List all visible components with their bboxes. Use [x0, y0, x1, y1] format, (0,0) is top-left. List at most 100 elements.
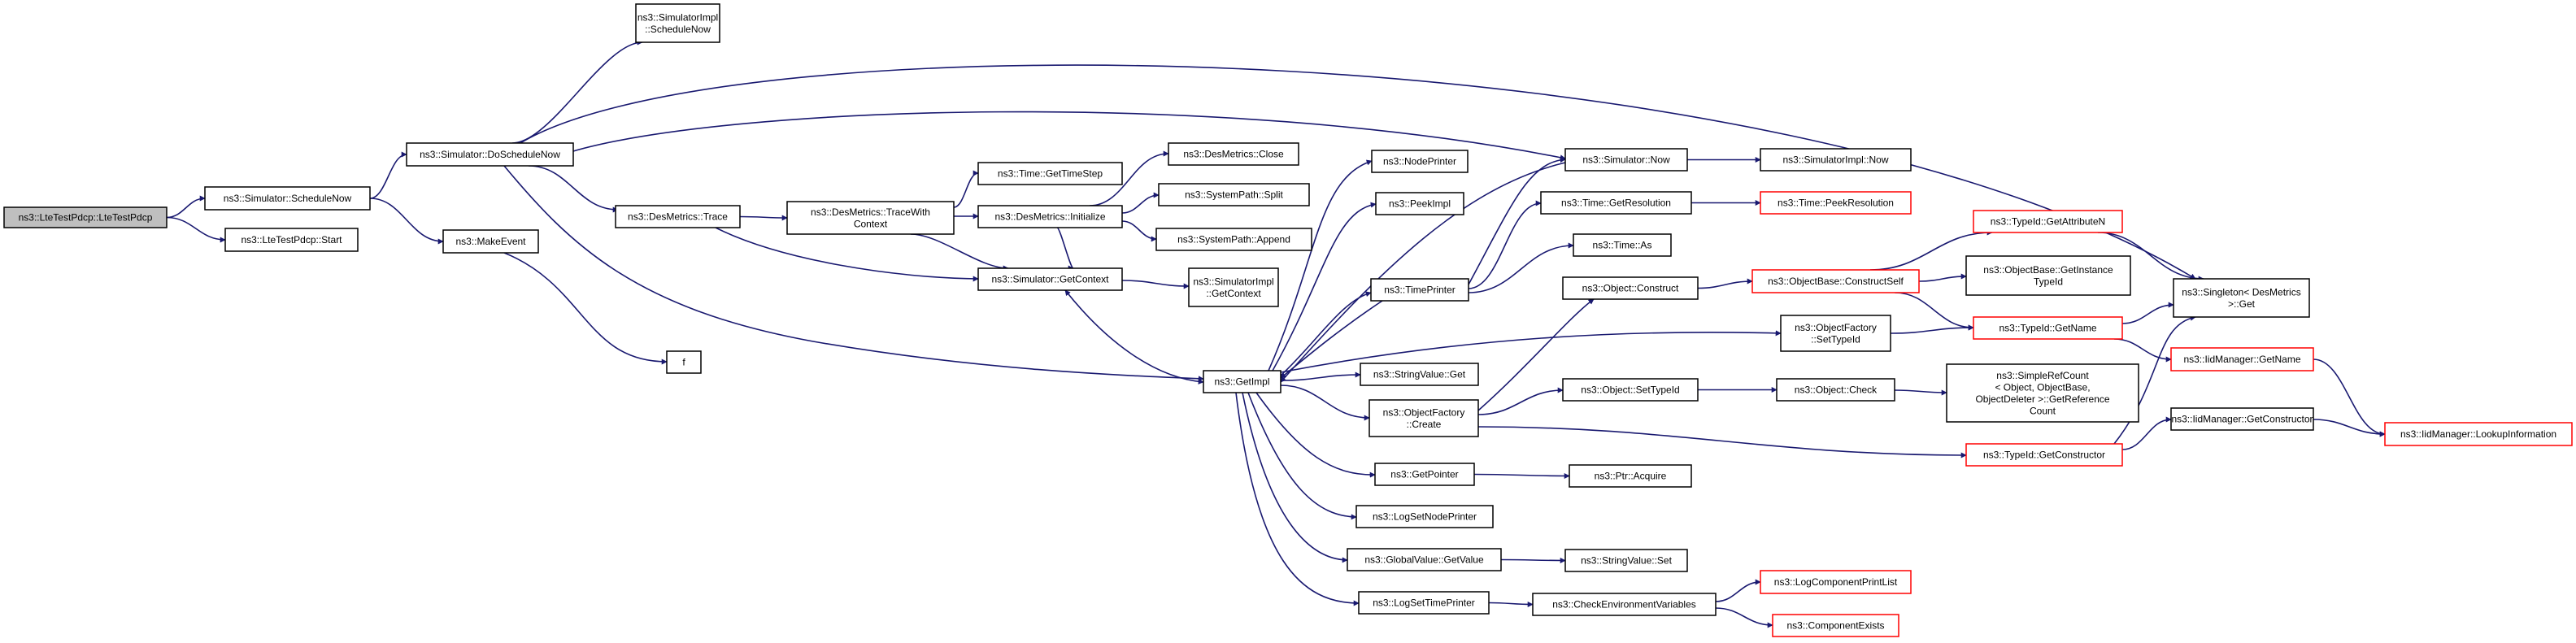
- node-box[interactable]: [1564, 549, 1688, 572]
- node-box[interactable]: [1562, 276, 1699, 300]
- node-box[interactable]: [977, 205, 1123, 228]
- node-box[interactable]: [1965, 255, 2131, 296]
- node-get-impl[interactable]: ns3::GetImpl: [1203, 370, 1281, 393]
- node-start[interactable]: ns3::LteTestPdcp::Start: [224, 228, 359, 252]
- node-box[interactable]: [1973, 210, 2123, 233]
- node-iid-get-constructor[interactable]: ns3::IidManager::GetConstructor: [2170, 407, 2314, 431]
- node-box[interactable]: [1760, 191, 1912, 215]
- node-box[interactable]: [1203, 370, 1281, 393]
- node-box[interactable]: [1375, 192, 1464, 215]
- node-node-printer[interactable]: ns3::NodePrinter: [1371, 150, 1469, 173]
- node-do-schedule-now[interactable]: ns3::Simulator::DoScheduleNow: [406, 142, 574, 167]
- node-time-as[interactable]: ns3::Time::As: [1573, 233, 1672, 257]
- node-box[interactable]: [1564, 148, 1688, 172]
- node-box[interactable]: [1158, 183, 1310, 206]
- node-get-pointer[interactable]: ns3::GetPointer: [1374, 463, 1475, 486]
- node-box[interactable]: [1760, 570, 1912, 594]
- node-box[interactable]: [1772, 614, 1899, 637]
- node-box[interactable]: [1368, 399, 1479, 437]
- node-string-value-set[interactable]: ns3::StringValue::Set: [1564, 549, 1688, 572]
- node-box[interactable]: [406, 142, 574, 167]
- node-box[interactable]: [1569, 464, 1692, 488]
- node-check-env-vars[interactable]: ns3::CheckEnvironmentVariables: [1532, 593, 1717, 616]
- node-singleton-get[interactable]: ns3::Singleton< DesMetrics >::Get: [2173, 278, 2310, 318]
- node-sim-impl-now[interactable]: ns3::SimulatorImpl::Now: [1760, 148, 1912, 172]
- node-iid-get-name[interactable]: ns3::IidManager::GetName: [2170, 347, 2314, 371]
- node-sim-now[interactable]: ns3::Simulator::Now: [1564, 148, 1688, 172]
- node-box[interactable]: [1155, 228, 1312, 251]
- node-box[interactable]: [977, 267, 1123, 291]
- node-box[interactable]: [1358, 591, 1490, 615]
- node-box[interactable]: [977, 162, 1123, 185]
- node-log-component-print-list[interactable]: ns3::LogComponentPrintList: [1760, 570, 1912, 594]
- node-box[interactable]: [2173, 278, 2310, 318]
- node-box[interactable]: [1562, 378, 1699, 402]
- node-global-value-get-value[interactable]: ns3::GlobalValue::GetValue: [1347, 548, 1502, 571]
- node-obj-factory-create[interactable]: ns3::ObjectFactory::Create: [1368, 399, 1479, 437]
- node-get-time-step[interactable]: ns3::Time::GetTimeStep: [977, 162, 1123, 185]
- node-box[interactable]: [1973, 316, 2123, 340]
- node-box[interactable]: [1946, 363, 2139, 423]
- node-type-id-get-constructor[interactable]: ns3::TypeId::GetConstructor: [1965, 443, 2123, 467]
- node-box[interactable]: [224, 228, 359, 252]
- node-box[interactable]: [1168, 142, 1299, 166]
- node-log-set-time-printer[interactable]: ns3::LogSetTimePrinter: [1358, 591, 1490, 615]
- node-box[interactable]: [1532, 593, 1717, 616]
- node-object-construct[interactable]: ns3::Object::Construct: [1562, 276, 1699, 300]
- node-box[interactable]: [2170, 347, 2314, 371]
- node-log-set-node-printer[interactable]: ns3::LogSetNodePrinter: [1355, 505, 1494, 528]
- node-box[interactable]: [1540, 191, 1692, 215]
- node-append[interactable]: ns3::SystemPath::Append: [1155, 228, 1312, 251]
- node-get-attribute-n[interactable]: ns3::TypeId::GetAttributeN: [1973, 210, 2123, 233]
- node-des-init[interactable]: ns3::DesMetrics::Initialize: [977, 205, 1123, 228]
- node-box[interactable]: [786, 201, 955, 235]
- node-box[interactable]: [1751, 269, 1920, 293]
- node-type-id-get-name[interactable]: ns3::TypeId::GetName: [1973, 316, 2123, 340]
- node-f[interactable]: f: [666, 350, 702, 374]
- node-box[interactable]: [1573, 233, 1672, 257]
- node-iid-lookup[interactable]: ns3::IidManager::LookupInformation: [2384, 422, 2573, 446]
- node-sim-impl-schedule-now[interactable]: ns3::SimulatorImpl::ScheduleNow: [635, 3, 720, 43]
- node-box[interactable]: [666, 350, 702, 374]
- node-box[interactable]: [1370, 278, 1469, 302]
- node-box[interactable]: [204, 186, 371, 211]
- node-get-context[interactable]: ns3::Simulator::GetContext: [977, 267, 1123, 291]
- node-box[interactable]: [1374, 463, 1475, 486]
- node-box[interactable]: [442, 229, 539, 254]
- node-box[interactable]: [3, 206, 168, 228]
- node-get-resolution[interactable]: ns3::Time::GetResolution: [1540, 191, 1692, 215]
- node-box[interactable]: [2170, 407, 2314, 431]
- node-peek-resolution[interactable]: ns3::Time::PeekResolution: [1760, 191, 1912, 215]
- node-box[interactable]: [1776, 378, 1895, 402]
- node-object-check[interactable]: ns3::Object::Check: [1776, 378, 1895, 402]
- node-des-close[interactable]: ns3::DesMetrics::Close: [1168, 142, 1299, 166]
- node-box[interactable]: [1760, 148, 1912, 172]
- node-obj-base-construct-self[interactable]: ns3::ObjectBase::ConstructSelf: [1751, 269, 1920, 293]
- node-box[interactable]: [2384, 422, 2573, 446]
- node-box[interactable]: [615, 205, 741, 228]
- node-component-exists[interactable]: ns3::ComponentExists: [1772, 614, 1899, 637]
- node-box[interactable]: [1347, 548, 1502, 571]
- node-box[interactable]: [635, 3, 720, 43]
- node-box[interactable]: [1188, 267, 1279, 307]
- node-box[interactable]: [1355, 505, 1494, 528]
- node-string-value-get[interactable]: ns3::StringValue::Get: [1360, 363, 1479, 386]
- node-box[interactable]: [1360, 363, 1479, 386]
- node-make-event[interactable]: ns3::MakeEvent: [442, 229, 539, 254]
- node-obj-factory-set-type-id[interactable]: ns3::ObjectFactory::SetTypeId: [1780, 315, 1891, 352]
- node-ptr-acquire[interactable]: ns3::Ptr::Acquire: [1569, 464, 1692, 488]
- node-sim-impl-get-context[interactable]: ns3::SimulatorImpl::GetContext: [1188, 267, 1279, 307]
- node-peek-impl[interactable]: ns3::PeekImpl: [1375, 192, 1464, 215]
- node-des-trace[interactable]: ns3::DesMetrics::Trace: [615, 205, 741, 228]
- node-object-set-type-id[interactable]: ns3::Object::SetTypeId: [1562, 378, 1699, 402]
- node-root[interactable]: ns3::LteTestPdcp::LteTestPdcp: [3, 206, 168, 228]
- node-simple-ref-count[interactable]: ns3::SimpleRefCount< Object, ObjectBase,…: [1946, 363, 2139, 423]
- node-split[interactable]: ns3::SystemPath::Split: [1158, 183, 1310, 206]
- node-box[interactable]: [1371, 150, 1469, 173]
- node-schedule-now[interactable]: ns3::Simulator::ScheduleNow: [204, 186, 371, 211]
- node-box[interactable]: [1965, 443, 2123, 467]
- node-box[interactable]: [1780, 315, 1891, 352]
- node-time-printer[interactable]: ns3::TimePrinter: [1370, 278, 1469, 302]
